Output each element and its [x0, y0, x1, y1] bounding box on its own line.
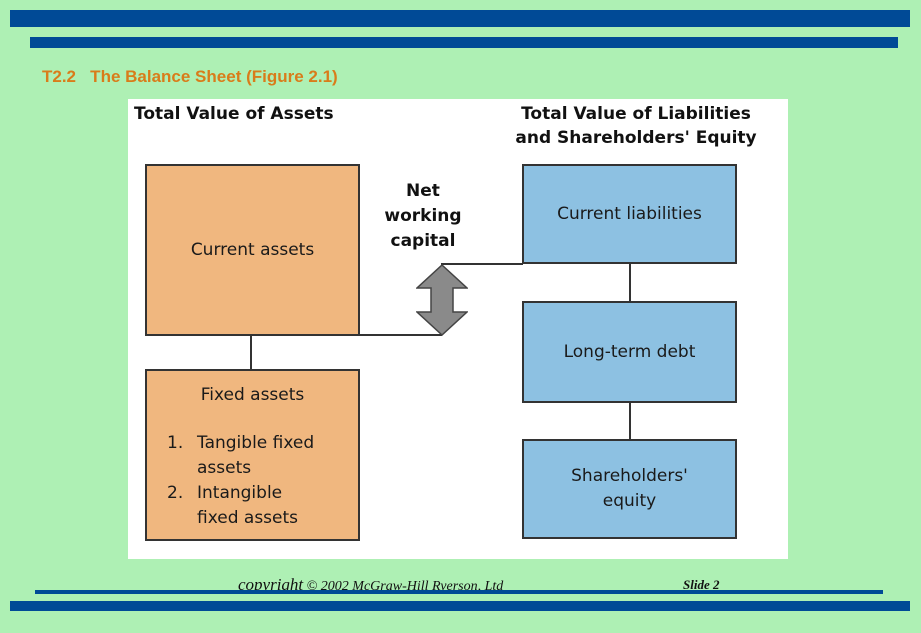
slide-title: T2.2 The Balance Sheet (Figure 2.1) — [42, 67, 338, 86]
fixed-assets-item-1: 1. Tangible fixed assets — [167, 431, 314, 481]
shareholders-equity-box: Shareholders' equity — [522, 439, 737, 539]
fixed-assets-box: Fixed assets 1. Tangible fixed assets 2.… — [145, 369, 360, 541]
connector-debt-equity — [629, 401, 631, 439]
liabilities-header: Total Value of Liabilities and Sharehold… — [486, 102, 786, 150]
liabilities-header-line2: and Shareholders' Equity — [515, 128, 757, 148]
long-term-debt-label: Long-term debt — [563, 342, 696, 362]
top-bar-thick — [10, 10, 910, 27]
liabilities-header-line1: Total Value of Liabilities — [521, 104, 751, 124]
current-liabilities-box: Current liabilities — [522, 164, 737, 264]
double-headed-vertical-arrow-icon — [416, 264, 468, 336]
slide-number: Slide 2 — [683, 577, 720, 592]
current-assets-box: Current assets — [145, 164, 360, 336]
bottom-bar-thin — [35, 590, 883, 594]
balance-sheet-diagram: Total Value of Assets Total Value of Lia… — [128, 99, 788, 559]
connector-current-assets-to-arrow — [358, 334, 442, 336]
current-liabilities-label: Current liabilities — [557, 204, 702, 224]
fixed-assets-item-1-number: 1. — [167, 433, 184, 453]
net-working-capital-label: Net working capital — [383, 179, 463, 254]
fixed-assets-item-1-line2: assets — [197, 458, 252, 478]
connector-arrow-to-liabilities — [441, 263, 523, 265]
top-bar-thin — [30, 37, 898, 48]
nwc-line-2: working — [384, 206, 462, 226]
current-assets-label: Current assets — [190, 240, 315, 260]
shareholders-equity-line1: Shareholders' — [571, 466, 688, 486]
nwc-line-1: Net — [406, 181, 440, 201]
fixed-assets-item-1-line1: Tangible fixed — [197, 433, 315, 453]
fixed-assets-item-2-line1: Intangible — [197, 483, 283, 503]
fixed-assets-heading: Fixed assets — [200, 385, 305, 405]
long-term-debt-box: Long-term debt — [522, 301, 737, 403]
connector-assets-vertical — [250, 334, 252, 369]
bottom-bar-thick — [10, 601, 910, 611]
connector-liabilities-debt — [629, 263, 631, 301]
fixed-assets-item-2-line2: fixed assets — [197, 508, 299, 528]
fixed-assets-item-2-number: 2. — [167, 483, 184, 503]
assets-header: Total Value of Assets — [134, 104, 334, 124]
fixed-assets-item-2: 2. Intangible fixed assets — [167, 481, 314, 531]
copyright-word: copyright — [238, 575, 304, 594]
shareholders-equity-line2: equity — [602, 491, 657, 511]
nwc-line-3: capital — [390, 231, 456, 251]
fixed-assets-list: 1. Tangible fixed assets 2. Intangible f… — [167, 431, 314, 531]
